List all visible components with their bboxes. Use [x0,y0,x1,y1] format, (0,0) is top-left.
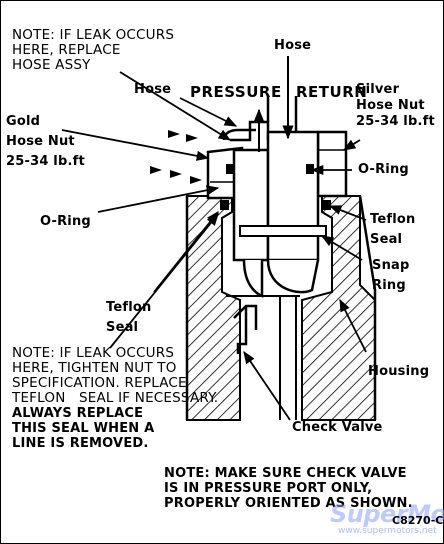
pressure-hose-tube [222,120,270,298]
snap-ring-label: Snap Ring [372,258,410,293]
o-rings [220,164,331,210]
teflon-seal-label-left: Teflon Seal [106,300,152,335]
teflon-seal-label-right: Teflon Seal [370,212,416,247]
always-replace-seal-note: ALWAYS REPLACE THIS SEAL WHEN A LINE IS … [12,406,155,451]
supermotors-url: www.supermotors.net [338,526,437,536]
snap-ring [239,225,327,237]
leak-note-hose: NOTE: IF LEAK OCCURS HERE, REPLACE HOSE … [12,27,175,73]
o-ring-label-left: O-Ring [40,214,91,229]
return-hose-tube [266,96,320,294]
leader-lines [61,71,367,421]
check-valve-orientation-note: NOTE: MAKE SURE CHECK VALVE IS IN PRESSU… [164,466,413,511]
housing-label: Housing [368,364,430,379]
leak-note-teflon-seal: NOTE: IF LEAK OCCURS HERE, TIGHTEN NUT T… [12,345,219,406]
check-valve-label: Check Valve [292,420,383,435]
check-valve [226,295,300,420]
hose-label-left: Hose [134,82,172,97]
o-ring-label-right: O-Ring [358,162,409,177]
silver-hose-nut-label: Silver Hose Nut 25-34 lb.ft [356,82,435,129]
figure-code: C8270-C [392,514,444,527]
leak-droplets [150,130,202,184]
pressure-port-label: PRESSURE [190,83,282,101]
return-port-label: RETURN [296,83,368,101]
flow-arrows [253,56,294,152]
silver-hose-nut [316,130,348,198]
hose-label-top: Hose [274,38,312,53]
supermotors-watermark: SuperMotors [330,500,444,528]
gold-hose-nut-label: Gold Hose Nut 25-34 lb.ft [6,114,85,169]
